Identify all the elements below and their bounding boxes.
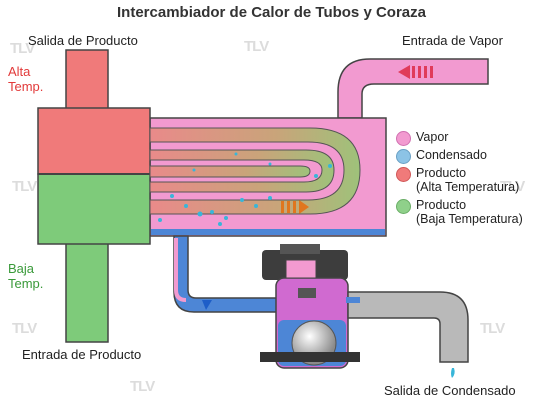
legend-sublabel: (Baja Temperatura) bbox=[416, 212, 523, 226]
legend-swatch-product-cold bbox=[396, 199, 411, 214]
label-condensate-outlet: Salida de Condensado bbox=[384, 383, 516, 398]
legend-label: Producto bbox=[416, 198, 467, 212]
shell-condensate bbox=[151, 229, 385, 235]
legend-label: Producto bbox=[416, 166, 467, 180]
label-product-outlet: Salida de Producto bbox=[28, 33, 138, 48]
legend-label: Condensado bbox=[416, 148, 487, 162]
product-inlet-pipe bbox=[65, 241, 109, 343]
label-low-temp-2: Temp. bbox=[8, 276, 44, 291]
legend-sublabel: (Alta Temperatura) bbox=[416, 180, 520, 194]
u-tube-bundle bbox=[149, 127, 361, 215]
drain-flow-arrow bbox=[202, 300, 212, 310]
legend-swatch-steam bbox=[396, 131, 411, 146]
label-product-inlet: Entrada de Producto bbox=[22, 347, 142, 362]
watermark: TLV bbox=[500, 178, 525, 195]
watermark: TLV bbox=[130, 378, 155, 395]
watermark: TLV bbox=[12, 178, 37, 195]
channel-head-cold bbox=[37, 173, 151, 245]
diagram-title: Intercambiador de Calor de Tubos y Coraz… bbox=[117, 4, 426, 21]
legend-label: Vapor bbox=[416, 130, 449, 144]
condensate-droplets bbox=[158, 152, 332, 226]
watermark: TLV bbox=[480, 320, 505, 337]
steam-flow-arrow bbox=[398, 65, 433, 79]
label-low-temp-1: Baja bbox=[8, 261, 35, 276]
legend-swatch-product-hot bbox=[396, 167, 411, 182]
watermark: TLV bbox=[244, 38, 269, 55]
discharge-drop bbox=[451, 368, 455, 378]
watermark: TLV bbox=[12, 320, 37, 337]
label-steam-inlet: Entrada de Vapor bbox=[402, 33, 503, 48]
product-outlet-pipe bbox=[65, 49, 109, 111]
label-high-temp-2: Temp. bbox=[8, 79, 44, 94]
label-high-temp-1: Alta bbox=[8, 64, 31, 79]
trap-outlet-pipe bbox=[347, 291, 469, 363]
legend-swatch-condensate bbox=[396, 149, 411, 164]
watermark: TLV bbox=[10, 40, 35, 57]
tube-flow-arrow bbox=[281, 200, 309, 214]
steam-trap bbox=[260, 244, 360, 369]
channel-head-hot bbox=[37, 107, 151, 175]
